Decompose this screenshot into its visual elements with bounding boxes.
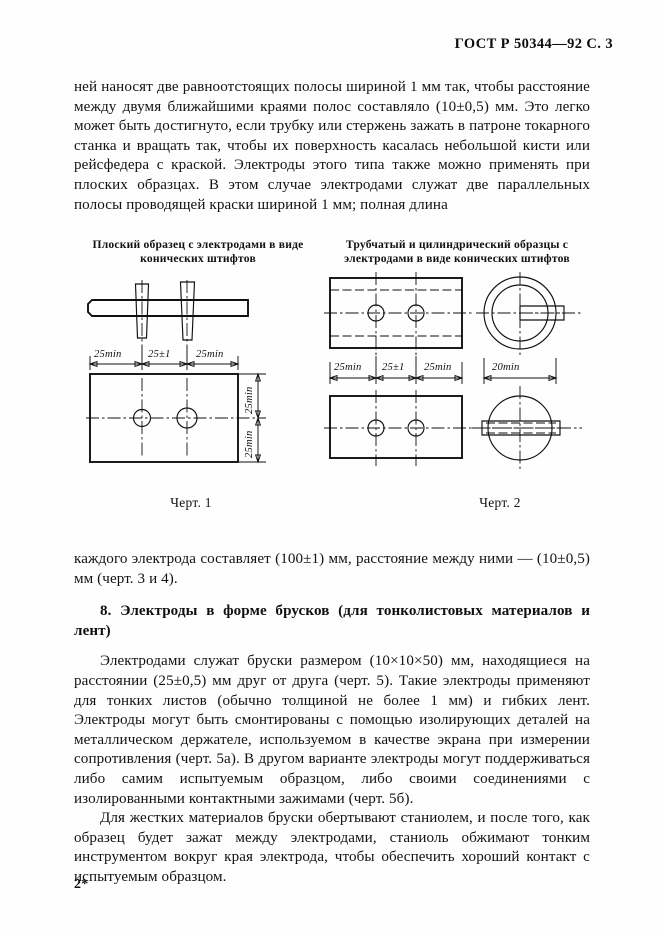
- figure-1-dim-h1: 25min: [94, 349, 121, 360]
- figure-1-svg: 25min 25±1 25min: [86, 280, 266, 464]
- figures-row: Плоский образец с электродами в виде кон…: [74, 238, 590, 536]
- figure-1-dim-v2: 25min: [244, 431, 255, 458]
- figure-1-number: Черт. 1: [170, 495, 212, 511]
- figure-2-caption: Трубчатый и цилиндрический образцы с эле…: [344, 238, 570, 266]
- figure-2-svg: 25min 25±1 25min: [324, 272, 582, 471]
- paragraph-rigid-materials: Для жестких материалов бруски обертывают…: [74, 810, 590, 885]
- figure-2-dim-h3: 25min: [424, 362, 451, 373]
- figure-1-drawing: 25min 25±1 25min: [80, 274, 316, 489]
- page-header-standard-number: ГОСТ Р 50344—92 С. 3: [454, 36, 613, 52]
- section-heading-8: 8. Электроды в форме брусков (для тонкол…: [74, 603, 590, 639]
- text-column-lower: каждого электрода составляет (100±1) мм,…: [74, 550, 590, 888]
- figure-1-dim-h3: 25min: [196, 349, 223, 360]
- figure-2: Трубчатый и цилиндрический образцы с эле…: [324, 238, 590, 511]
- figure-2-dim-diameter: 20min: [492, 362, 519, 373]
- figure-2-drawing: 25min 25±1 25min: [324, 272, 590, 489]
- figure-2-dim-h2: 25±1: [382, 362, 405, 373]
- figure-2-number: Черт. 2: [479, 495, 521, 511]
- page-marker: 2*: [74, 877, 89, 892]
- figure-1: Плоский образец с электродами в виде кон…: [80, 238, 316, 511]
- figure-2-dim-h1: 25min: [334, 362, 361, 373]
- figure-1-dim-h2: 25±1: [148, 349, 171, 360]
- figure-1-caption: Плоский образец с электродами в виде кон…: [92, 238, 304, 266]
- figure-1-dim-v1: 25min: [244, 387, 255, 414]
- paragraph-bar-electrodes: Электродами служат бруски размером (10×1…: [74, 653, 590, 807]
- paragraph-continuation: ней наносят две равноотстоящих полосы ши…: [74, 79, 590, 213]
- text-column: ней наносят две равноотстоящих полосы ши…: [74, 78, 590, 215]
- paragraph-electrode-length: каждого электрода составляет (100±1) мм,…: [74, 551, 590, 587]
